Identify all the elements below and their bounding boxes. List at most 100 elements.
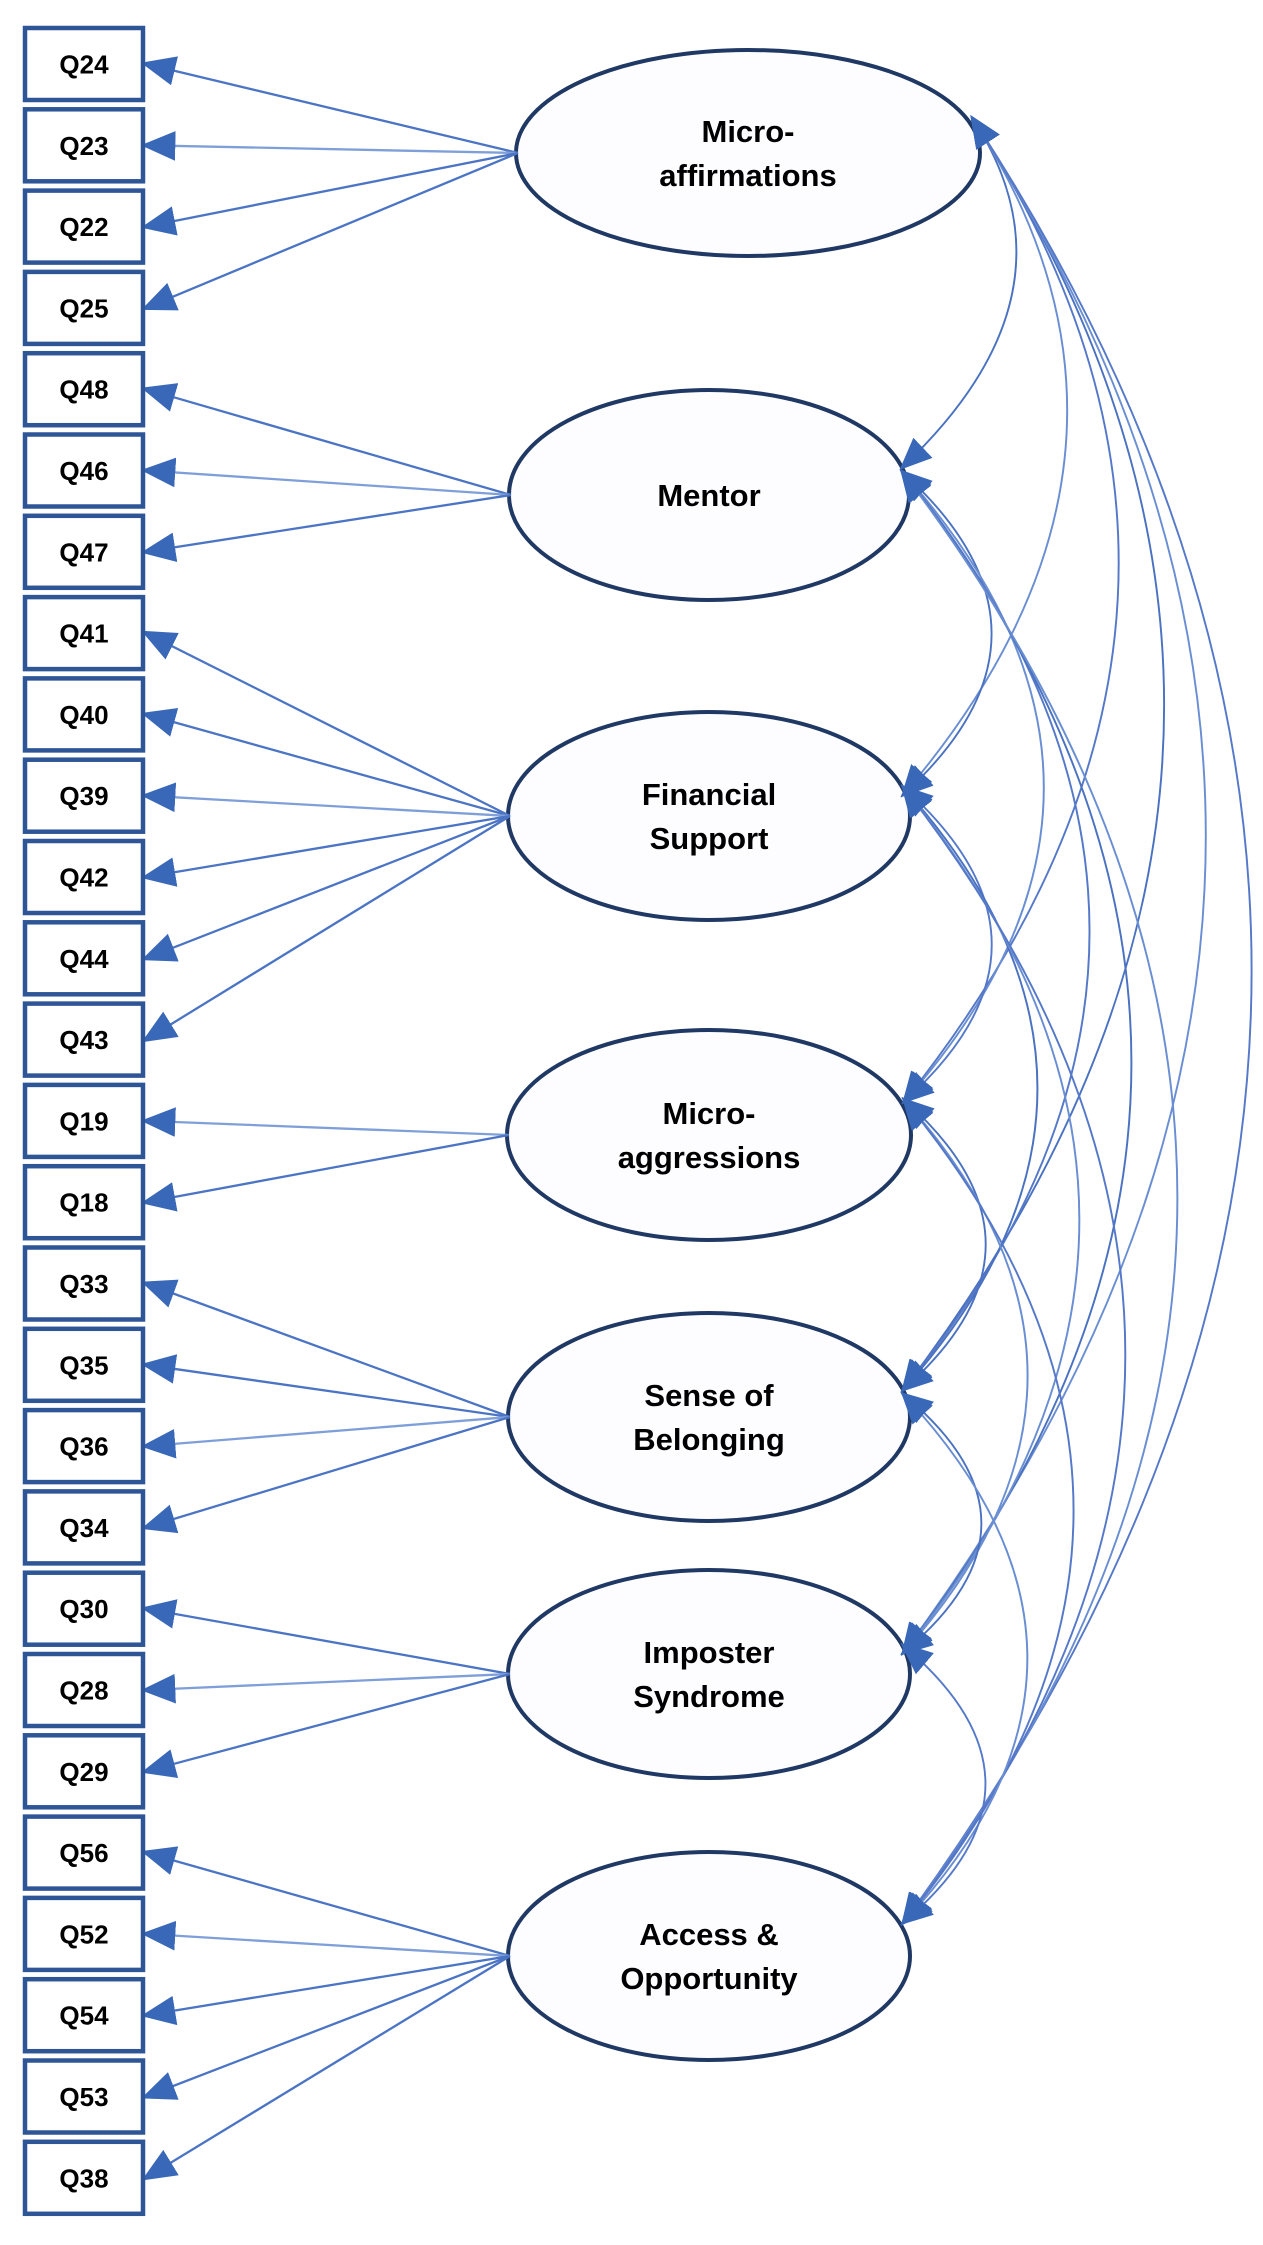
indicator-label-Q38: Q38 [59,2163,108,2193]
indicator-box-Q46 [22,432,146,509]
indicator-box-Q48 [22,350,146,428]
indicator-label-Q35: Q35 [59,1350,108,1380]
covariance-arc-imposter-syndrome--access-opportunity [900,1642,987,1926]
latent-ellipse-sense-of-belonging [506,1311,912,1523]
indicator-box-Q25 [22,269,146,347]
loading-arrow-micro-affirmations-Q23 [140,131,519,161]
covariance-arc-micro-aggressions--imposter-syndrome [900,1097,1029,1656]
loading-arrow-micro-affirmations-Q25 [141,151,519,311]
indicator-label-Q53: Q53 [59,2082,108,2112]
loading-arrow-micro-affirmations-Q24 [140,56,519,155]
covariance-arc-mentor--micro-aggressions [899,469,1045,1105]
loading-arrow-imposter-syndrome-Q28 [140,1672,511,1704]
loading-arrow-access-opportunity-Q54 [140,1954,511,2026]
latent-ellipse-access-opportunity [506,1850,912,2062]
indicator-box-Q18 [22,1163,146,1241]
latent-label-access-opportunity: Access &Opportunity [620,1917,798,1996]
indicator-label-Q25: Q25 [59,293,108,323]
covariance-arc-micro-aggressions--access-opportunity [900,1096,1075,1926]
loading-arrow-sense-of-belonging-Q35 [140,1354,511,1419]
indicator-box-Q40 [22,676,146,753]
loading-arrow-financial-support-Q44 [141,814,511,962]
loading-arrow-mentor-Q46 [140,457,512,497]
latent-ellipse-micro-affirmations [514,48,982,258]
indicator-boxes: Q24Q23Q22Q25Q48Q46Q47Q41Q40Q39Q42Q44Q43Q… [22,25,146,2217]
covariance-arc-sense-of-belonging--access-opportunity [900,1391,1029,1926]
indicator-label-Q18: Q18 [59,1188,108,1218]
indicator-label-Q48: Q48 [59,375,108,405]
indicator-box-Q44 [22,920,146,997]
indicator-label-Q36: Q36 [59,1432,108,1462]
indicator-box-Q38 [22,2139,146,2217]
covariance-arc-mentor--access-opportunity [900,468,1179,1926]
loading-arrows [140,56,519,2181]
loading-arrow-sense-of-belonging-Q33 [141,1279,511,1419]
loading-arrow-financial-support-Q39 [140,782,511,818]
latent-ellipse-micro-aggressions [505,1028,913,1242]
indicator-box-Q54 [22,1976,146,2054]
indicator-label-Q23: Q23 [59,131,108,161]
loading-arrow-mentor-Q47 [140,493,512,562]
covariance-arc-mentor--financial-support [899,469,993,798]
indicator-box-Q30 [22,1570,146,1647]
indicator-label-Q56: Q56 [59,1838,108,1868]
indicator-label-Q39: Q39 [59,781,108,811]
indicator-box-Q56 [22,1814,146,1891]
indicator-box-Q24 [22,25,146,103]
covariance-arc-financial-support--access-opportunity [900,784,1127,1926]
latent-ellipse-imposter-syndrome [506,1568,912,1780]
indicator-box-Q36 [22,1407,146,1485]
indicator-box-Q35 [22,1326,146,1404]
loading-arrow-imposter-syndrome-Q29 [141,1672,511,1779]
loading-arrow-imposter-syndrome-Q30 [140,1599,511,1676]
covariance-arc-micro-affirmations--access-opportunity [901,115,1253,1926]
indicator-label-Q47: Q47 [59,537,108,567]
covariance-arcs [899,115,1253,1926]
indicator-box-Q22 [22,188,146,265]
latent-label-micro-aggressions: Micro-aggressions [618,1096,801,1175]
covariance-arc-micro-aggressions--sense-of-belonging [900,1097,987,1393]
indicator-box-Q43 [22,1001,146,1078]
loading-arrow-micro-aggressions-Q18 [140,1133,510,1212]
indicator-label-Q28: Q28 [59,1676,108,1706]
indicator-label-Q46: Q46 [59,456,108,486]
indicator-box-Q39 [22,757,146,834]
covariance-arc-micro-affirmations--sense-of-belonging [901,115,1166,1393]
indicator-label-Q19: Q19 [59,1106,108,1136]
indicator-box-Q52 [22,1895,146,1973]
indicator-label-Q41: Q41 [59,619,108,649]
loading-arrow-mentor-Q48 [141,383,512,497]
indicator-label-Q44: Q44 [59,944,109,974]
indicator-box-Q19 [22,1082,146,1160]
indicator-box-Q34 [22,1489,146,1566]
covariance-arc-financial-support--sense-of-belonging [900,784,1039,1393]
indicator-box-Q53 [22,2058,146,2135]
loading-arrow-access-opportunity-Q53 [141,1954,511,2100]
indicator-box-Q29 [22,1733,146,1810]
latent-label-micro-affirmations: Micro-affirmations [659,114,836,193]
covariance-arc-sense-of-belonging--imposter-syndrome [900,1391,983,1656]
indicator-label-Q33: Q33 [59,1269,108,1299]
loading-arrow-financial-support-Q40 [141,707,511,818]
indicator-label-Q22: Q22 [59,212,108,242]
indicator-label-Q30: Q30 [59,1594,108,1624]
indicator-box-Q47 [22,513,146,591]
loading-arrow-sense-of-belonging-Q34 [141,1415,511,1534]
covariance-arc-financial-support--micro-aggressions [900,784,993,1104]
indicator-label-Q29: Q29 [59,1757,108,1787]
indicator-box-Q28 [22,1651,146,1729]
loading-arrow-access-opportunity-Q52 [140,1920,511,1958]
indicator-label-Q42: Q42 [59,863,108,893]
indicator-box-Q41 [22,594,146,672]
indicator-label-Q40: Q40 [59,700,108,730]
latent-label-mentor: Mentor [657,478,760,513]
indicator-box-Q23 [22,107,146,184]
indicator-label-Q54: Q54 [59,2001,109,2031]
covariance-arc-mentor--imposter-syndrome [900,468,1133,1656]
indicator-label-Q43: Q43 [59,1025,108,1055]
covariance-arc-micro-affirmations--financial-support [900,115,1068,798]
